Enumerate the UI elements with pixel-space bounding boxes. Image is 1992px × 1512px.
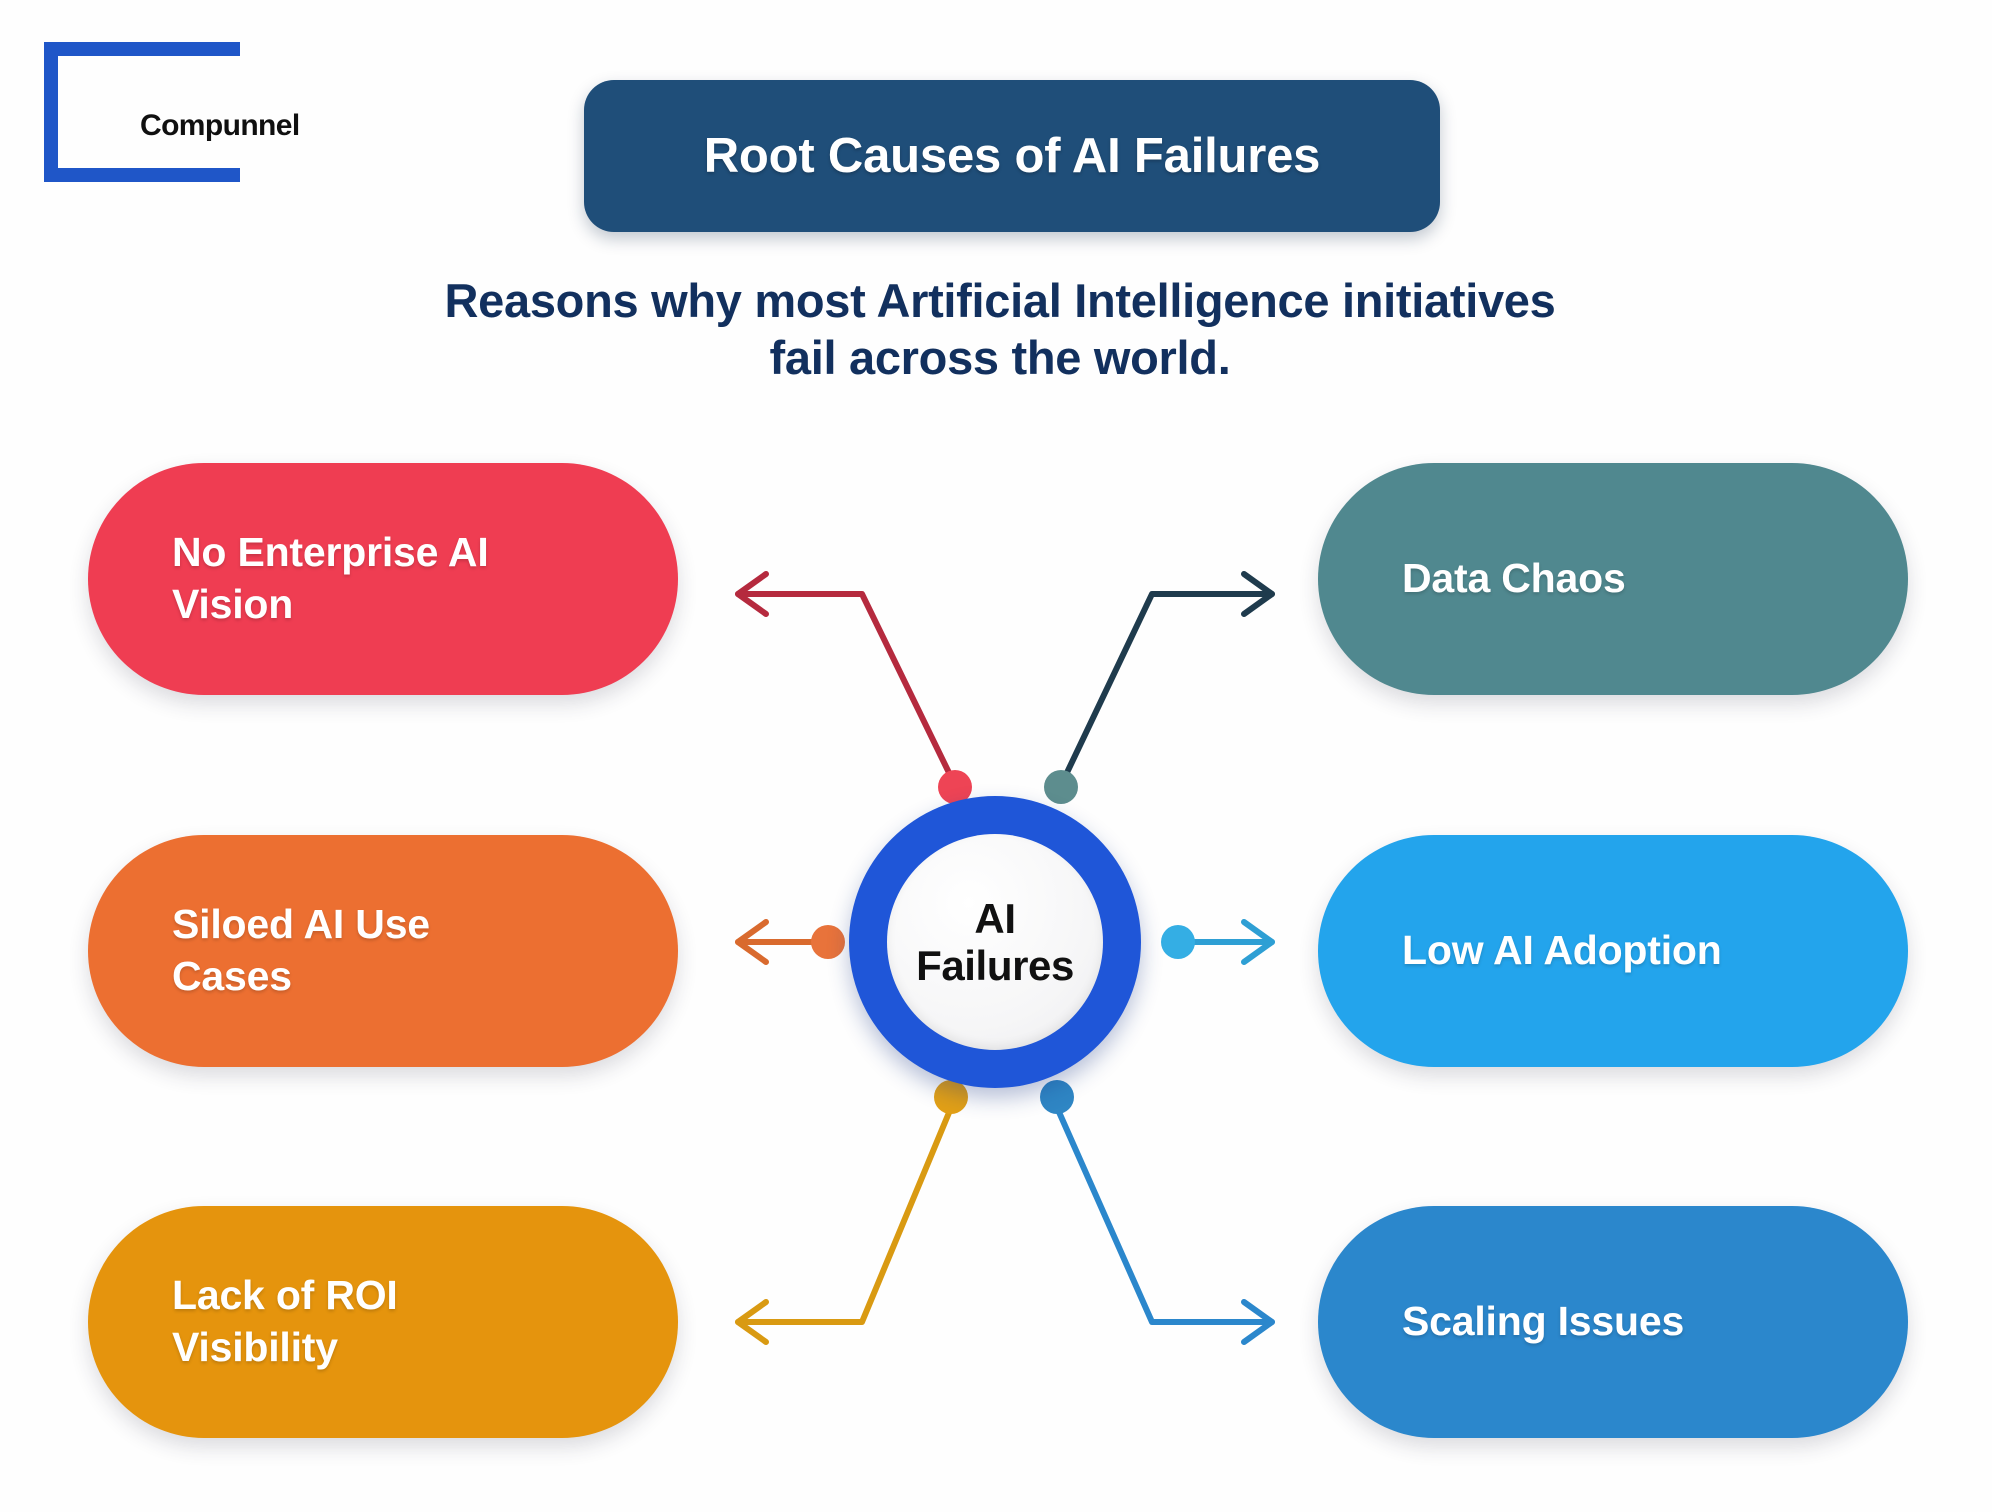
node-no-enterprise-ai-vision[interactable]: No Enterprise AI Vision [88,463,678,695]
connector-low-ai-adoption [1161,919,1275,965]
center-node-inner: AI Failures [887,834,1103,1050]
node-label-line-1: Lack of ROI [172,1272,398,1319]
node-data-chaos[interactable]: Data Chaos [1318,463,1908,695]
node-label-line-2: Vision [172,581,294,627]
connector-scaling-issues [1040,1080,1275,1345]
node-low-ai-adoption[interactable]: Low AI Adoption [1318,835,1908,1067]
node-label-line-1: Scaling Issues [1402,1298,1685,1345]
node-label-line-1: No Enterprise AI [172,529,489,576]
node-scaling-issues[interactable]: Scaling Issues [1318,1206,1908,1438]
connector-lack-of-roi-visibility [735,1080,968,1345]
node-label-line-1: Siloed AI Use [172,901,430,948]
brand-name: Compunnel [140,109,300,142]
node-label: No Enterprise AI Vision [172,527,489,630]
center-node: AI Failures [849,796,1141,1088]
center-node-label: AI Failures [916,895,1074,989]
title-banner: Root Causes of AI Failures [584,80,1440,232]
center-label-line-1: AI [974,894,1016,942]
node-label-line-1: Data Chaos [1402,555,1626,602]
center-label-line-2: Failures [916,942,1074,989]
node-lack-of-roi-visibility[interactable]: Lack of ROI Visibility [88,1206,678,1438]
bracket-square-icon [44,42,240,182]
subtitle: Reasons why most Artificial Intelligence… [240,272,1760,387]
subtitle-line-2: fail across the world. [769,331,1231,385]
connector-no-enterprise-ai-vision [735,571,972,804]
subtitle-line-1: Reasons why most Artificial Intelligence… [444,274,1556,327]
page-title: Root Causes of AI Failures [703,129,1321,183]
node-label: Siloed AI Use Cases [172,899,430,1002]
node-label: Lack of ROI Visibility [172,1270,398,1373]
node-label: Low AI Adoption [1402,925,1722,977]
node-label: Data Chaos [1402,553,1626,605]
node-label-line-1: Low AI Adoption [1402,927,1722,974]
brand-logo: Compunnel [44,36,314,196]
node-label-line-2: Cases [172,953,292,999]
node-label: Scaling Issues [1402,1296,1684,1348]
connector-siloed-ai-use-cases [735,919,845,965]
node-label-line-2: Visibility [172,1324,338,1370]
connector-data-chaos [1044,571,1275,804]
node-siloed-ai-use-cases[interactable]: Siloed AI Use Cases [88,835,678,1067]
